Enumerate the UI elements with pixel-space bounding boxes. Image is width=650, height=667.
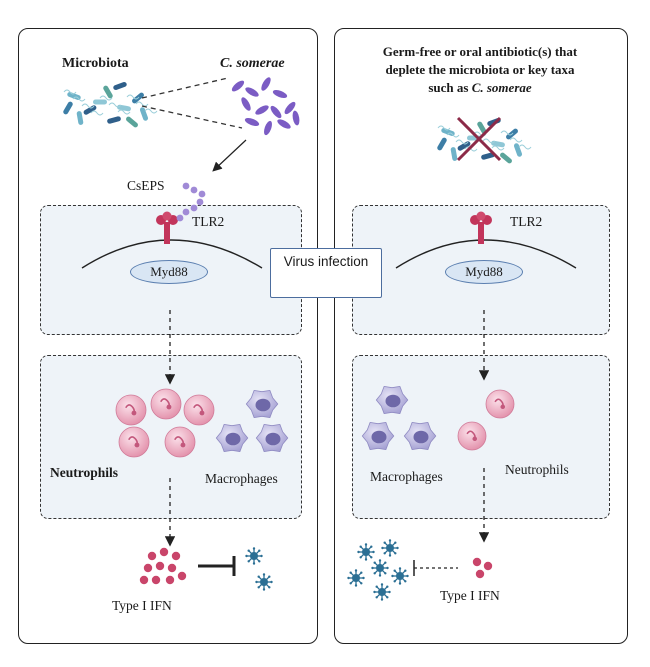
left-myd88: Myd88 [130, 260, 208, 284]
left-panel [18, 28, 318, 644]
right-macrophages-label: Macrophages [370, 469, 443, 484]
condition-line-3-prefix: such as [428, 80, 469, 95]
right-panel [334, 28, 628, 644]
left-cell-zone [40, 355, 302, 519]
left-myd88-label: Myd88 [150, 264, 188, 279]
left-tlr2-label: TLR2 [192, 214, 225, 229]
virus-infection-box: Virus infection [270, 248, 382, 298]
species-label: C. somerae [220, 56, 285, 71]
condition-line-1: Germ-free or oral antibiotic(s) that [382, 44, 578, 59]
right-myd88: Myd88 [445, 260, 523, 284]
condition-line-3: such as C. somerae [347, 80, 613, 96]
left-macrophages-label: Macrophages [205, 471, 278, 486]
right-neutrophils-label: Neutrophils [505, 462, 569, 477]
condition-line-2: deplete the microbiota or key taxa [385, 62, 575, 77]
cseps-label: CsEPS [127, 178, 165, 193]
condition-line-3-species: C. somerae [471, 80, 532, 95]
right-tlr2-label: TLR2 [510, 214, 543, 229]
left-type1-ifn-label: Type I IFN [112, 598, 172, 613]
microbiota-label: Microbiota [62, 56, 129, 71]
right-myd88-label: Myd88 [465, 264, 503, 279]
right-type1-ifn-label: Type I IFN [440, 588, 500, 603]
right-cell-zone [352, 355, 610, 519]
virus-infection-label: Virus infection [283, 254, 369, 269]
left-neutrophils-label: Neutrophils [50, 465, 119, 480]
